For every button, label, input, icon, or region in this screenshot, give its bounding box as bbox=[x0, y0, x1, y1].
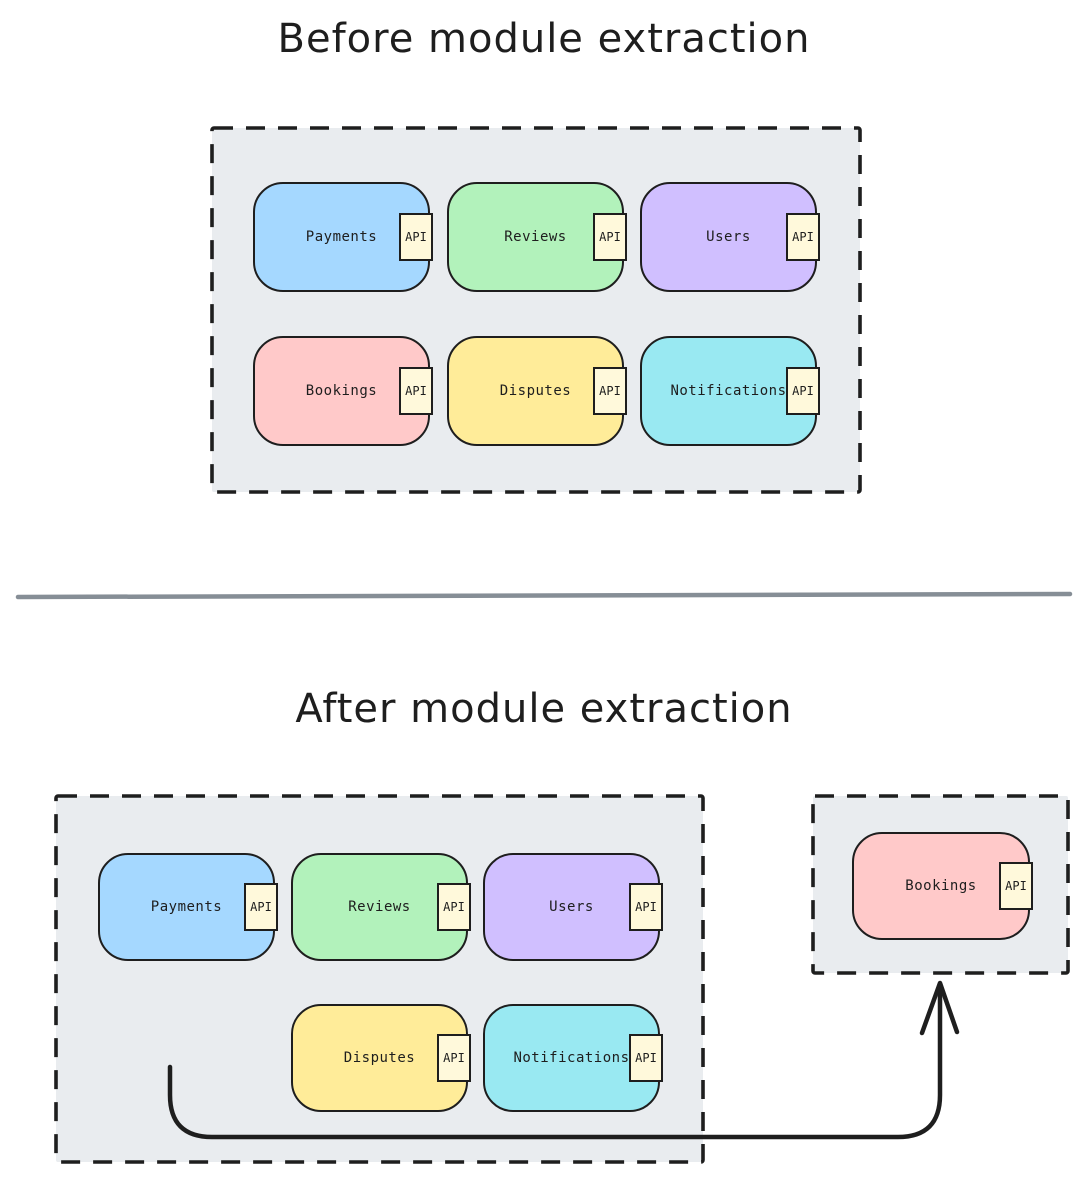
module-bookings-extracted: Bookings API bbox=[852, 832, 1033, 940]
api-tag: API bbox=[437, 1034, 471, 1082]
api-tag: API bbox=[593, 367, 627, 415]
api-tag: API bbox=[786, 367, 820, 415]
module-disputes-after: Disputes API bbox=[291, 1004, 471, 1112]
section-divider bbox=[15, 591, 1073, 600]
module-bookings-before: Bookings API bbox=[253, 336, 433, 446]
module-label: Disputes bbox=[343, 1050, 416, 1066]
module-reviews-before: Reviews API bbox=[447, 182, 627, 292]
module-label: Reviews bbox=[348, 899, 411, 915]
api-tag: API bbox=[999, 862, 1033, 910]
module-label: Users bbox=[549, 899, 594, 915]
api-tag: API bbox=[399, 213, 433, 261]
api-tag: API bbox=[399, 367, 433, 415]
module-label: Users bbox=[706, 229, 751, 245]
module-label: Reviews bbox=[504, 229, 567, 245]
module-label: Disputes bbox=[499, 383, 572, 399]
api-tag: API bbox=[629, 1034, 663, 1082]
module-label: Bookings bbox=[905, 878, 977, 894]
module-label: Notifications bbox=[670, 383, 787, 399]
module-payments-after: Payments API bbox=[98, 853, 278, 961]
module-label: Payments bbox=[150, 899, 223, 915]
module-notifications-before: Notifications API bbox=[640, 336, 820, 446]
api-tag: API bbox=[593, 213, 627, 261]
module-label: Bookings bbox=[305, 383, 378, 399]
module-label: Notifications bbox=[513, 1050, 630, 1066]
module-notifications-after: Notifications API bbox=[483, 1004, 663, 1112]
api-tag: API bbox=[629, 883, 663, 931]
extraction-arrow-head bbox=[919, 980, 960, 1036]
api-tag: API bbox=[244, 883, 278, 931]
module-reviews-after: Reviews API bbox=[291, 853, 471, 961]
after-section-title: After module extraction bbox=[295, 686, 793, 732]
module-payments-before: Payments API bbox=[253, 182, 433, 292]
module-label: Payments bbox=[305, 229, 378, 245]
module-disputes-before: Disputes API bbox=[447, 336, 627, 446]
before-section-title: Before module extraction bbox=[277, 16, 811, 62]
module-users-before: Users API bbox=[640, 182, 820, 292]
api-tag: API bbox=[437, 883, 471, 931]
api-tag: API bbox=[786, 213, 820, 261]
extraction-arrow-line bbox=[167, 983, 943, 1140]
module-users-after: Users API bbox=[483, 853, 663, 961]
